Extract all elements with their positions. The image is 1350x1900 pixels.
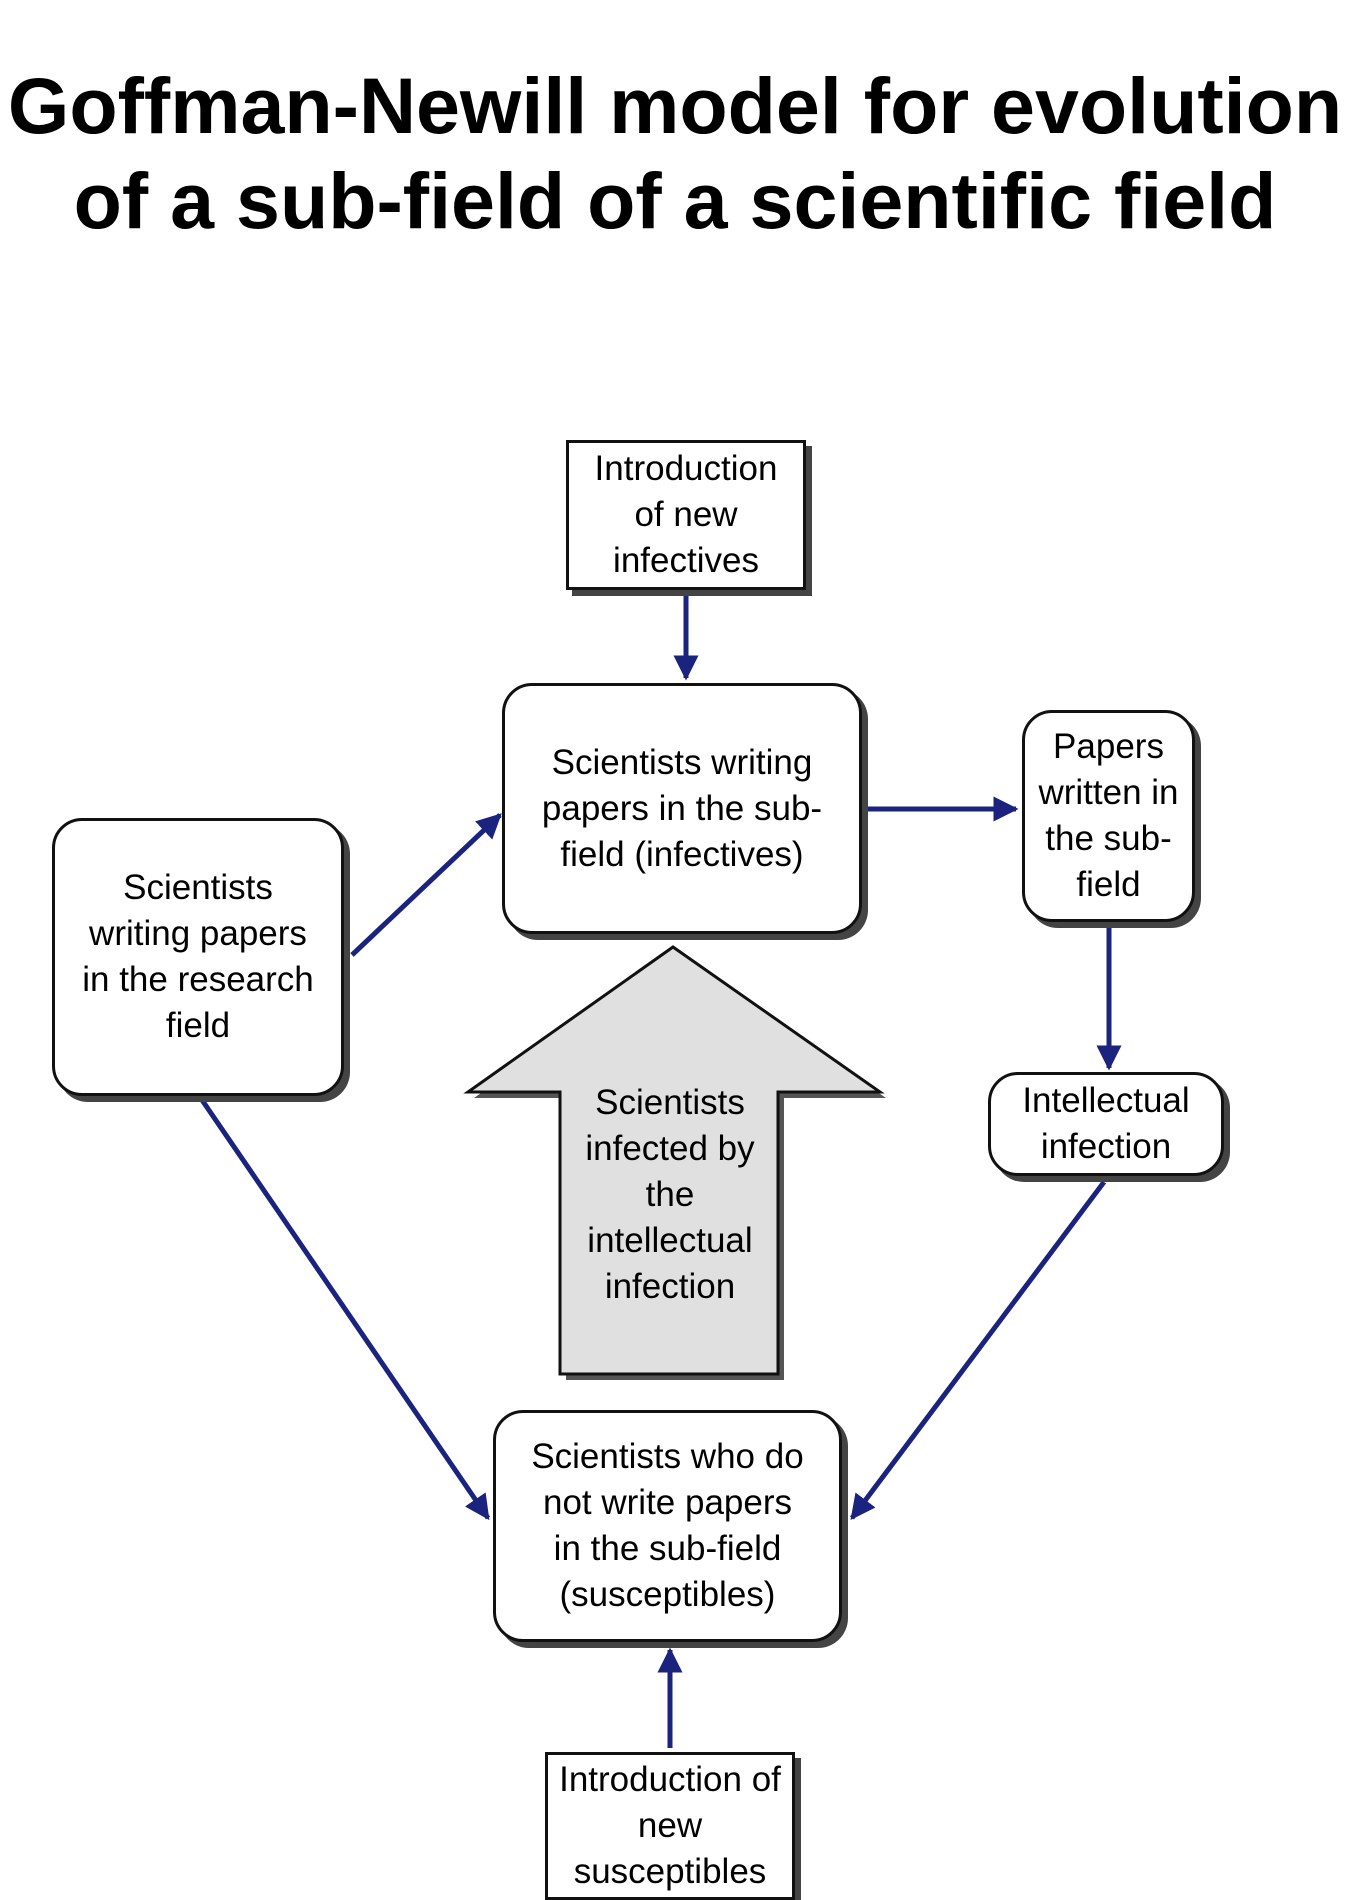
node-text-line: Scientists who do [531, 1437, 804, 1476]
node-text-line: Papers [1053, 727, 1164, 766]
node-text-line: written in [1038, 773, 1179, 812]
node-text-line: the sub- [1045, 819, 1172, 858]
node-research-field: Scientists writing papers in the researc… [52, 818, 344, 1096]
title-line-1: Goffman-Newill model for evolution [7, 61, 1343, 150]
diagram-title: Goffman-Newill model for evolution of a … [0, 58, 1350, 248]
node-intellectual-infection: Intellectual infection [988, 1072, 1224, 1176]
title-line-2: of a sub-field of a scientific field [73, 156, 1277, 245]
node-infectives: Scientists writing papers in the sub- fi… [502, 683, 862, 934]
node-text-line: (susceptibles) [559, 1575, 776, 1614]
arrow-infection-to-susceptibles [850, 1180, 1106, 1520]
node-text-line: field [1076, 865, 1141, 904]
node-text-line: Introduction of [559, 1760, 781, 1799]
node-text-line: infection [1040, 1127, 1172, 1166]
node-text-line: papers in the sub- [541, 788, 823, 828]
big-arrow-label-line: infection [604, 1267, 736, 1306]
big-arrow-label: Scientists infected by the intellectual … [560, 1080, 780, 1310]
node-papers: Papers written in the sub- field [1022, 710, 1195, 922]
big-upward-arrow [463, 945, 885, 1376]
node-intro-susceptibles: Introduction of new susceptibles [545, 1752, 795, 1900]
node-text-line: Intellectual [1022, 1081, 1190, 1120]
big-arrow-label-line: Scientists [595, 1083, 745, 1122]
big-arrow-label-line: infected by [585, 1129, 755, 1168]
node-text-line: in the research [82, 960, 314, 999]
node-text-line: susceptibles [573, 1852, 767, 1891]
node-text-line: of new [634, 495, 738, 534]
node-text-line: writing papers [89, 914, 307, 953]
big-arrow-label-line: the [645, 1175, 695, 1214]
node-text-line: field [165, 1006, 231, 1045]
arrow-research-to-susceptibles [199, 1098, 491, 1521]
node-intro-infectives: Introduction of new infectives [566, 440, 806, 590]
node-text-line: field (infectives) [560, 834, 804, 874]
big-arrow-label-line: intellectual [587, 1221, 753, 1260]
node-text-line: Scientists writing [551, 742, 813, 782]
arrow-research-to-infectives [350, 813, 502, 957]
node-text-line: in the sub-field [553, 1529, 782, 1568]
node-text-line: not write papers [542, 1483, 793, 1522]
node-text-line: Introduction [594, 449, 778, 488]
node-text-line: Scientists [123, 868, 273, 907]
node-text-line: new [637, 1806, 703, 1845]
node-susceptibles: Scientists who do not write papers in th… [493, 1410, 842, 1642]
node-text-line: infectives [613, 541, 759, 580]
